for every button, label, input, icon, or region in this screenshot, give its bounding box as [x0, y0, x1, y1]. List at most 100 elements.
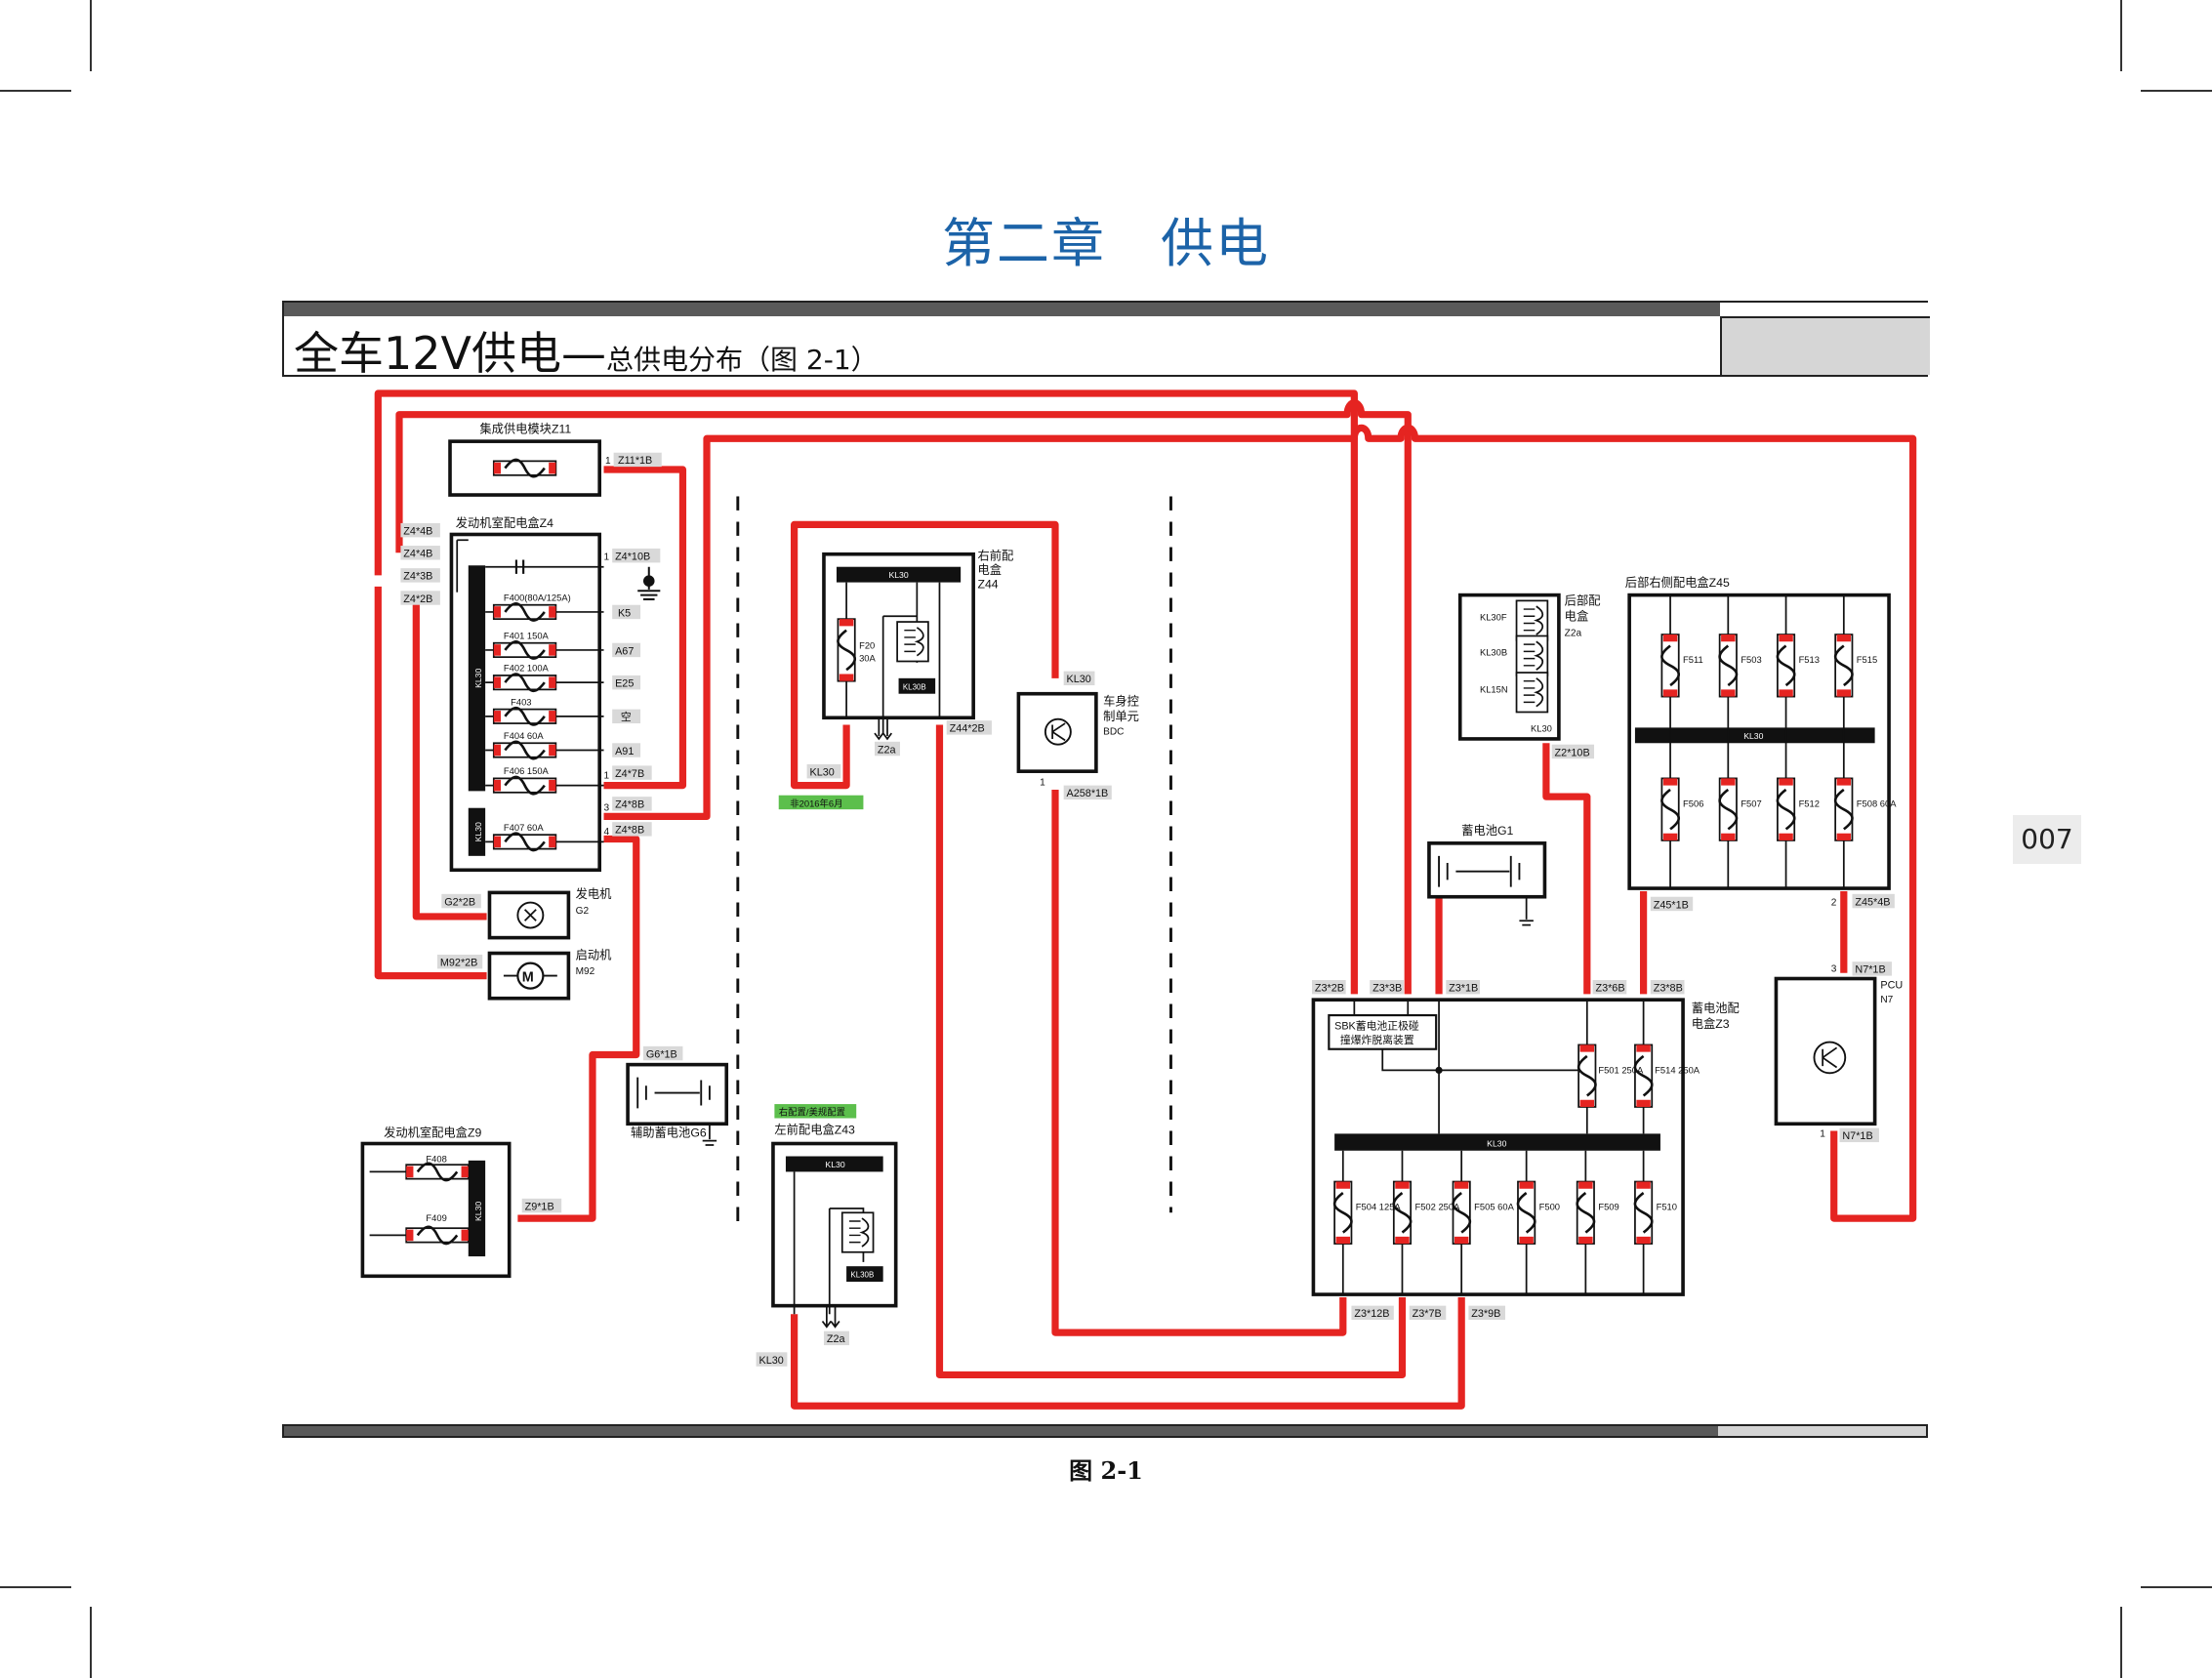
z11-label: 集成供电模块Z11: [479, 421, 571, 435]
z2a-bus-label: KL30: [1531, 723, 1552, 734]
z4-label: 发动机室配电盒Z4: [456, 515, 553, 530]
main-title-dash: —: [561, 327, 607, 380]
z3-label-1: 蓄电池配: [1692, 1002, 1740, 1015]
z3-upper-fuse-2: F514 250A: [1655, 1064, 1700, 1075]
z44-bus-label: KL30: [888, 570, 908, 580]
m92-label: 启动机: [576, 948, 612, 962]
n7-tag-bottom: N7*1B: [1842, 1130, 1872, 1142]
z2a-label-2: 电盒: [1565, 609, 1589, 624]
z45-top-fuse-4: F515: [1857, 654, 1877, 665]
z11-conn: Z11*1B: [618, 455, 652, 467]
n7-pcu: 3 N7*1B PCU N7 1 N7*1B: [1774, 962, 1903, 1142]
z2a-label-3: Z2a: [1565, 628, 1582, 638]
wire-z2a: [1542, 743, 1591, 995]
z3-lower-fuse-5: F509: [1598, 1201, 1618, 1211]
bdc-pin: 1: [1040, 778, 1045, 789]
z2a-row-2: KL30B: [1480, 647, 1507, 658]
chapter-title: 第二章 供电: [942, 213, 1270, 274]
z45-tag-1b: Z45*1B: [1654, 899, 1689, 911]
wire-z4-8b-top: [603, 424, 1917, 1222]
g2-conn: G2*2B: [444, 896, 475, 908]
z45-bottom-fuse-3: F512: [1799, 798, 1820, 808]
z2a-box: KL30F KL30B KL15N KL30 后部配 电盒 Z2a Z2*10B: [1457, 593, 1601, 758]
z3-label-2: 电盒Z3: [1692, 1016, 1730, 1031]
n7-label-1: PCU: [1880, 980, 1903, 992]
crop-mark-bl-h: [0, 1586, 71, 1588]
crop-mark-tl-v: [90, 0, 92, 71]
wire-z4-second-loop: [395, 399, 1412, 995]
svg-text:M: M: [522, 969, 534, 985]
g6-conn: G6*1B: [646, 1048, 677, 1060]
z3-upper-fuse-1: F501 250A: [1598, 1064, 1644, 1075]
figure-caption: 图 2-1: [1069, 1456, 1143, 1485]
z44-label-2: 电盒: [977, 562, 1002, 577]
z44-fuse-rating: 30A: [859, 652, 876, 663]
n7-pin-3: 3: [1831, 963, 1837, 974]
z4-right-pin-4: 4: [604, 827, 610, 838]
crop-mark-tl-h: [0, 90, 71, 92]
bdc-tag-a258: A258*1B: [1067, 788, 1109, 799]
z4-left-tag-2: Z4*4B: [403, 549, 432, 560]
z4-right-pin-2: 1: [604, 770, 610, 781]
z4-right-tag-8b-2: Z4*8B: [615, 825, 644, 837]
z4-fuse-f402: F402 100A: [504, 663, 550, 674]
z4-right-tag-empty: 空: [621, 710, 632, 723]
z3-top-tag-1: Z3*2B: [1315, 983, 1344, 995]
z4-right-tag-e25: E25: [615, 677, 634, 689]
z45-tag-4b: Z45*4B: [1855, 896, 1890, 908]
z43-tag-kl30: KL30: [758, 1355, 783, 1367]
z45-bottom-fuse-2: F507: [1741, 798, 1761, 808]
bdc-label-3: BDC: [1103, 727, 1124, 738]
z45-bottom-fuse-1: F506: [1683, 798, 1703, 808]
n7-pin-1: 1: [1820, 1128, 1825, 1139]
z44-tag-kl30: KL30: [810, 766, 835, 778]
z43-box: KL30 KL30B 右配置/美规配置 左前配电盒Z43 KL30 Z2a: [756, 1104, 898, 1367]
z4-left-tag-3: Z4*3B: [403, 571, 432, 583]
bdc-label-1: 车身控: [1103, 693, 1139, 708]
z9-conn: Z9*1B: [525, 1201, 554, 1212]
z3-top-tag-4: Z3*6B: [1595, 983, 1624, 995]
z4-bus-label: KL30: [473, 669, 483, 688]
z45-top-fuse-3: F513: [1799, 654, 1820, 665]
z3-top-tag-3: Z3*1B: [1449, 983, 1478, 995]
z4-right-pin-1: 1: [604, 552, 610, 562]
z4-fuse-f400: F400(80A/125A): [504, 592, 571, 602]
z3-box: Z3*2B Z3*3B Z3*1B Z3*6B Z3*8B 蓄电池配 电盒Z3 …: [1311, 979, 1740, 1320]
z44-tag-z2a: Z2a: [878, 744, 897, 756]
z4-right-tag-a91: A91: [615, 746, 634, 757]
title-stripe-right: [1720, 303, 1930, 318]
z45-label: 后部右侧配电盒Z45: [1625, 575, 1730, 590]
z2a-label-1: 后部配: [1565, 593, 1601, 608]
z45-top-fuse-1: F511: [1683, 654, 1703, 665]
z4-right-tag-a67: A67: [615, 645, 634, 657]
crop-mark-br-h: [2141, 1586, 2212, 1588]
g2-label: 发电机: [576, 886, 612, 901]
crop-mark-bl-v: [90, 1607, 92, 1678]
z3-lower-fuse-3: F505 60A: [1474, 1201, 1514, 1211]
wire-z44-loop: [791, 520, 1059, 790]
z11-pin: 1: [605, 456, 611, 467]
z4-right-tag-k5: K5: [618, 607, 631, 619]
z44-fuse-name: F20: [859, 639, 875, 650]
z2a-row-3: KL15N: [1480, 683, 1508, 694]
z3-lower-fuse-6: F510: [1657, 1201, 1677, 1211]
z45-bottom-fuse-4: F508 60A: [1857, 798, 1897, 808]
z3-lower-fuse-2: F502 250A: [1414, 1201, 1460, 1211]
z3-top-tag-5: Z3*8B: [1654, 983, 1683, 995]
z4-fuse-f406: F406 150A: [504, 765, 550, 776]
z11-module: 集成供电模块Z11 1 Z11*1B: [448, 421, 662, 497]
bottom-bar-light: [1718, 1426, 1926, 1436]
wire-z4-3b-loop: [374, 586, 487, 980]
z4-box: 发动机室配电盒Z4 KL30 KL30 F400(80A/125A) F401 …: [400, 515, 661, 873]
z9-fuse-f409: F409: [426, 1212, 446, 1223]
z4-right-tag-8b: Z4*8B: [615, 799, 644, 811]
g2-code: G2: [576, 906, 590, 917]
z43-label: 左前配电盒Z43: [774, 1122, 855, 1136]
g6-label: 辅助蓄电池G6: [631, 1125, 707, 1139]
z4-right-tag-7b: Z4*7B: [615, 768, 644, 780]
z4-fuse-f403: F403: [511, 696, 531, 707]
bottom-bar: [282, 1424, 1928, 1438]
z44-label-3: Z44: [977, 577, 998, 591]
